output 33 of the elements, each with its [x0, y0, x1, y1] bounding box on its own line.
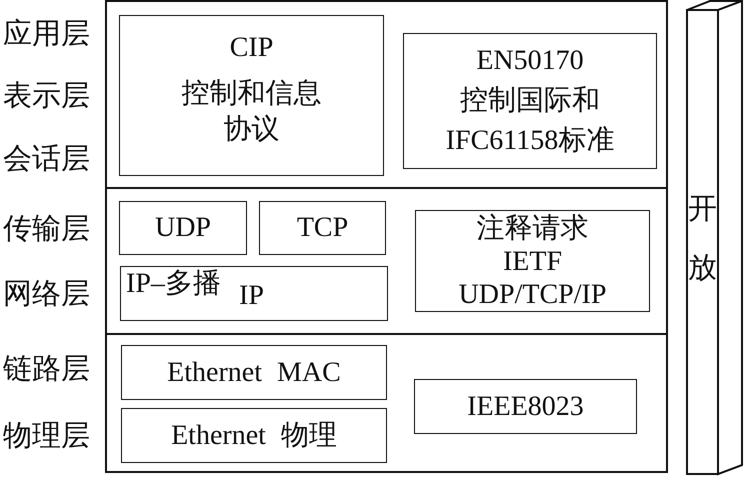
layer-label: 会话层	[3, 145, 90, 174]
protocol-box	[120, 266, 388, 321]
layer-label: 物理层	[3, 422, 90, 451]
layer-label: 应用层	[3, 20, 90, 49]
box-label: IP	[239, 282, 264, 310]
bar-label: 开放	[688, 192, 717, 286]
layer-band	[105, 0, 668, 189]
layer-label: 链路层	[3, 355, 90, 384]
protocol-box	[259, 201, 386, 255]
box-label: IETF	[502, 244, 562, 278]
layer-label: 表示层	[3, 82, 90, 111]
box-label: IEEE8023	[467, 392, 584, 420]
protocol-box	[414, 379, 637, 434]
layer-label: 网络层	[3, 280, 90, 309]
box-label: EN50170 控制国际和 IFC61158标准	[444, 44, 616, 158]
layer-band	[105, 187, 668, 335]
box-label: 控制和信息协议	[180, 76, 322, 146]
protocol-box	[119, 15, 384, 176]
box-label: UDP/TCP/IP	[458, 278, 606, 310]
protocol-box	[415, 210, 650, 312]
box-label: 注释请求	[476, 212, 588, 244]
layer-band	[105, 333, 668, 473]
layer-label: 传输层	[3, 215, 90, 244]
protocol-box	[119, 201, 247, 255]
protocol-box	[403, 33, 657, 169]
protocol-box	[121, 408, 387, 463]
box-label: Ethernet 物理	[171, 422, 337, 450]
box-label: CIP	[230, 30, 274, 64]
box-label: Ethernet MAC	[167, 358, 341, 386]
box-label: TCP	[296, 214, 348, 242]
protocol-box	[121, 345, 387, 400]
box-label: IP–多播	[126, 270, 221, 298]
box-label: UDP	[154, 214, 211, 242]
